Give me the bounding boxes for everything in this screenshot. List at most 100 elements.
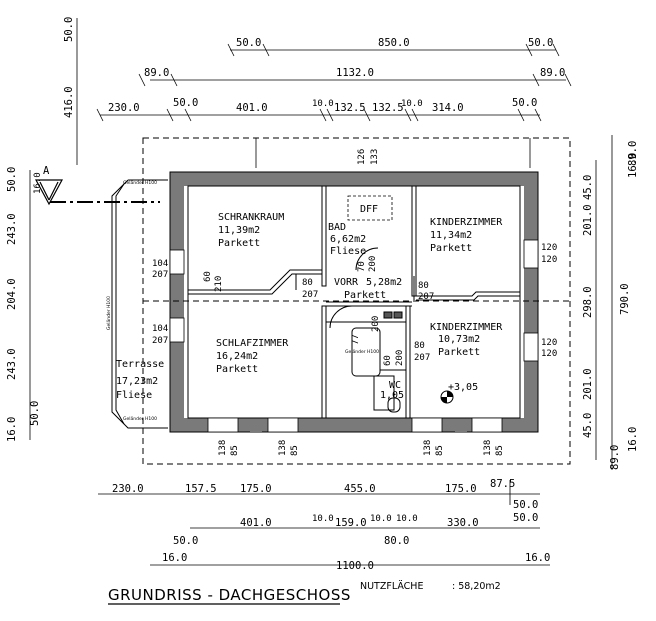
svg-text:10.0: 10.0: [312, 514, 334, 524]
room-kinder1-name: KINDERZIMMER: [430, 217, 503, 228]
svg-text:6,62m2: 6,62m2: [330, 234, 366, 245]
railing-label-bottom: Geländer H100: [123, 416, 157, 422]
svg-text:50.0: 50.0: [63, 17, 75, 42]
svg-text:Parkett: Parkett: [430, 243, 472, 254]
room-bad-name: BAD: [328, 222, 346, 233]
svg-text:104: 104: [152, 324, 168, 334]
svg-text:159.0: 159.0: [335, 517, 367, 529]
svg-text:204.0: 204.0: [6, 278, 18, 310]
room-terrasse-name: Terrasse: [116, 359, 164, 370]
svg-text:132.5: 132.5: [372, 102, 404, 114]
room-schlaf-name: SCHLAFZIMMER: [216, 338, 289, 349]
svg-text:1,05: 1,05: [380, 390, 404, 401]
svg-text:50.0: 50.0: [513, 499, 538, 511]
svg-text:85: 85: [290, 445, 300, 456]
level-marker-icon: [440, 390, 454, 404]
svg-text:89.0: 89.0: [144, 67, 169, 79]
section-label: A: [43, 165, 50, 177]
svg-text:16.0: 16.0: [33, 172, 43, 194]
room-kinder2-name: KINDERZIMMER: [430, 322, 503, 333]
svg-text:85: 85: [435, 445, 445, 456]
svg-text:157.5: 157.5: [185, 483, 217, 495]
dimensions-top: 50.0 850.0 50.0 89.0 1132.0 89.0 230.0 5…: [96, 37, 572, 165]
svg-text:201.0: 201.0: [582, 368, 594, 400]
svg-text:210: 210: [214, 276, 224, 292]
svg-text:Parkett: Parkett: [438, 347, 480, 358]
svg-text:89.0: 89.0: [627, 141, 639, 166]
svg-text:80.0: 80.0: [384, 535, 409, 547]
svg-text:455.0: 455.0: [344, 483, 376, 495]
dff-box: [347, 195, 393, 221]
svg-text:120: 120: [541, 243, 557, 253]
svg-text:16.0: 16.0: [627, 153, 639, 178]
svg-text:230.0: 230.0: [108, 102, 140, 114]
svg-text:207: 207: [152, 270, 168, 280]
dff-label: DFF: [360, 204, 378, 215]
svg-text:Fliese: Fliese: [116, 390, 152, 401]
opening-labels: 104 207 60 210 80 207 70 200 80 207 120 …: [152, 243, 557, 456]
svg-text:16.0: 16.0: [627, 427, 639, 452]
svg-text:200: 200: [368, 256, 378, 272]
svg-text:790.0: 790.0: [619, 283, 631, 315]
svg-text:1132.0: 1132.0: [336, 67, 374, 79]
svg-text:Parkett: Parkett: [216, 364, 258, 375]
svg-text:80: 80: [418, 281, 429, 291]
svg-text:50.0: 50.0: [173, 97, 198, 109]
nutzflaeche-value: : 58,20m2: [452, 581, 501, 592]
svg-text:138: 138: [278, 440, 288, 456]
svg-text:10.0: 10.0: [312, 99, 334, 109]
svg-text:45.0: 45.0: [582, 413, 594, 438]
svg-text:120: 120: [541, 338, 557, 348]
svg-text:16.0: 16.0: [162, 552, 187, 564]
svg-text:50.0: 50.0: [29, 401, 41, 426]
svg-text:200: 200: [395, 350, 405, 366]
section-marker: A: [34, 165, 160, 206]
svg-text:201.0: 201.0: [582, 204, 594, 236]
svg-text:1100.0: 1100.0: [336, 560, 374, 572]
svg-text:200: 200: [371, 316, 381, 332]
svg-text:175.0: 175.0: [445, 483, 477, 495]
svg-text:401.0: 401.0: [240, 517, 272, 529]
svg-text:50.0: 50.0: [528, 37, 553, 49]
page-title: GRUNDRISS - DACHGESCHOSS: [108, 586, 351, 604]
svg-text:10.0: 10.0: [401, 99, 423, 109]
room-wc-name: WC: [389, 380, 401, 391]
svg-text:138: 138: [423, 440, 433, 456]
svg-text:243.0: 243.0: [6, 213, 18, 245]
svg-text:50.0: 50.0: [173, 535, 198, 547]
nutzflaeche-label: NUTZFLÄCHE: [360, 581, 423, 592]
svg-text:120: 120: [541, 255, 557, 265]
svg-text:401.0: 401.0: [236, 102, 268, 114]
svg-text:207: 207: [414, 353, 430, 363]
room-schrankraum-name: SCHRANKRAUM: [218, 212, 284, 223]
svg-text:89.0: 89.0: [609, 445, 621, 470]
room-labels: SCHRANKRAUM 11,39m2 Parkett BAD 6,62m2 F…: [116, 204, 503, 401]
svg-text:16.0: 16.0: [525, 552, 550, 564]
svg-text:60: 60: [383, 355, 393, 366]
railing-label-side: Geländer H100: [106, 296, 112, 330]
svg-text:10,73m2: 10,73m2: [438, 334, 480, 345]
svg-text:50.0: 50.0: [6, 167, 18, 192]
terrace-railing-inner: [115, 183, 125, 425]
svg-text:10.0: 10.0: [396, 514, 418, 524]
svg-text:50.0: 50.0: [236, 37, 261, 49]
svg-text:120: 120: [541, 349, 557, 359]
svg-text:207: 207: [302, 290, 318, 300]
svg-text:314.0: 314.0: [432, 102, 464, 114]
dimensions-right: 45.0 201.0 298.0 201.0 45.0 89.0 16.0 79…: [582, 135, 639, 470]
door-swings: [295, 247, 415, 329]
room-vorr-name: VORR: [334, 277, 359, 288]
svg-text:89.0: 89.0: [540, 67, 565, 79]
svg-text:77: 77: [351, 334, 361, 345]
svg-text:5,28m2: 5,28m2: [366, 277, 402, 288]
dimensions-left: 50.0 416.0 50.0 16.0 243.0 204.0 243.0 1…: [6, 17, 78, 442]
svg-text:11,39m2: 11,39m2: [218, 225, 260, 236]
svg-text:10.0: 10.0: [370, 514, 392, 524]
walls: [169, 171, 539, 433]
svg-text:11,34m2: 11,34m2: [430, 230, 472, 241]
svg-text:330.0: 330.0: [447, 517, 479, 529]
svg-text:Fliese: Fliese: [330, 246, 366, 257]
svg-text:126: 126: [357, 149, 367, 165]
level-label: +3,05: [448, 382, 478, 393]
